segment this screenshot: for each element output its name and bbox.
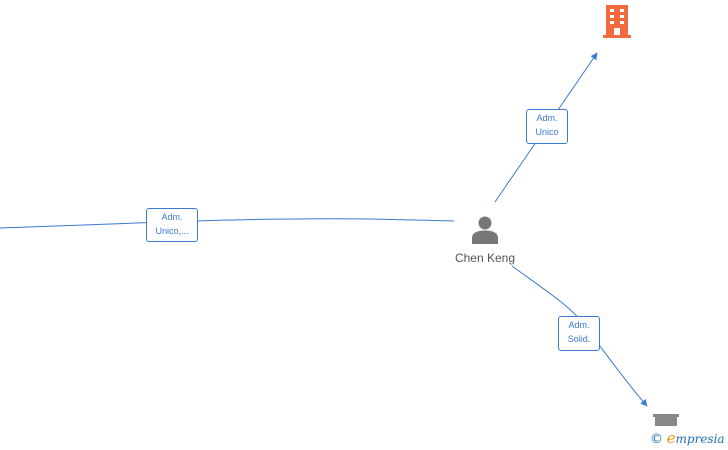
person-node[interactable]: Chen Keng [448, 212, 522, 268]
building-icon-partial[interactable] [652, 414, 680, 426]
edge-left [0, 218, 455, 229]
edge-label-top-line1: Adm. [536, 113, 558, 123]
edge-label-left-line2: Unico,... [155, 226, 189, 236]
person-name: Chen Keng [454, 251, 516, 265]
brand-name: mpresia [675, 432, 725, 446]
edge-label-top-line2: Unico [535, 127, 559, 137]
building-icon[interactable] [601, 4, 633, 38]
copyright-symbol: © [650, 432, 663, 447]
edge-label-top[interactable]: Adm. Unico [526, 109, 568, 144]
edge-label-bottom-line1: Adm. [568, 320, 590, 330]
edge-label-left-line1: Adm. [161, 212, 183, 222]
edge-label-left[interactable]: Adm. Unico,... [146, 208, 198, 242]
edge-label-bottom-line2: Solid. [567, 334, 591, 344]
brand-initial: e [666, 429, 676, 447]
person-icon [472, 216, 498, 244]
brand-logo: © empresia [650, 429, 725, 449]
edge-label-bottom[interactable]: Adm. Solid. [558, 316, 600, 351]
